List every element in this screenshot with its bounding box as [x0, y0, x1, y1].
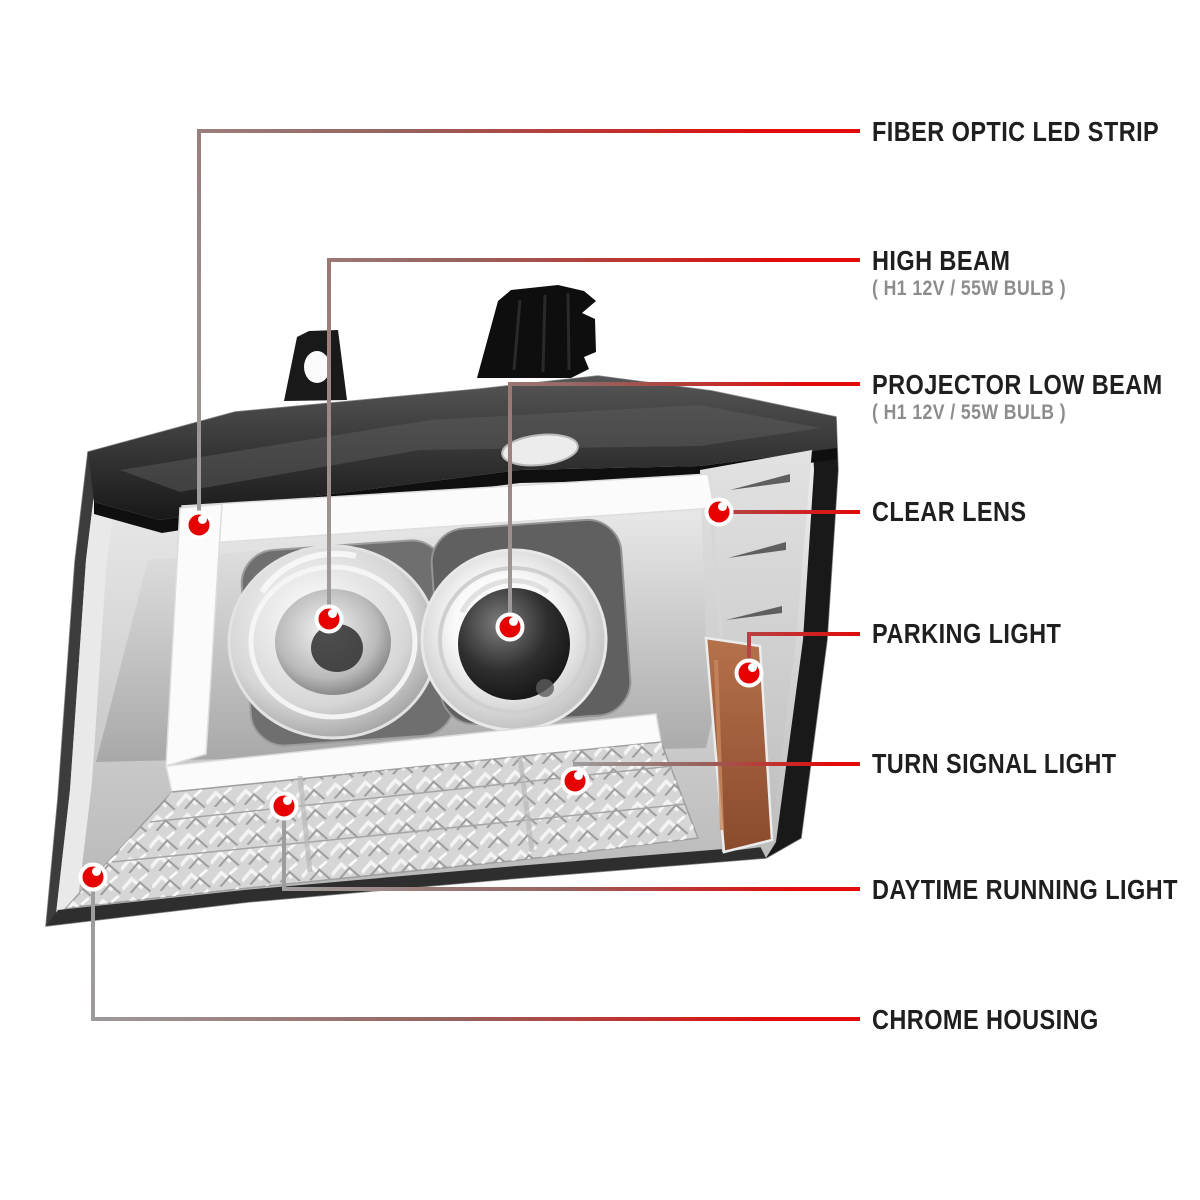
- callout-parking-light: PARKING LIGHT: [872, 618, 1097, 649]
- callout-dot-chrome-housing: [78, 862, 108, 892]
- callout-dot-clear-lens: [704, 497, 734, 527]
- leader-line-daytime-running-light: [282, 806, 860, 891]
- callout-projector-low-beam: PROJECTOR LOW BEAM ( H1 12V / 55W BULB ): [872, 369, 1200, 425]
- callout-dot-high-beam: [314, 604, 344, 634]
- callout-sublabel: ( H1 12V / 55W BULB ): [872, 277, 1067, 300]
- leader-line-high-beam: [327, 258, 860, 619]
- callout-chrome-housing: CHROME HOUSING: [872, 1004, 1142, 1035]
- parking-light-reflector: [704, 636, 774, 854]
- callout-dots: [78, 497, 764, 892]
- leader-line-projector-low-beam: [508, 382, 860, 627]
- callout-label: HIGH BEAM: [872, 245, 1011, 276]
- callout-label: CHROME HOUSING: [872, 1004, 1099, 1035]
- callout-clear-lens: CLEAR LENS: [872, 496, 1056, 527]
- callout-label: TURN SIGNAL LIGHT: [872, 748, 1117, 779]
- callout-label: PROJECTOR LOW BEAM: [872, 369, 1163, 400]
- mounting-bracket-small: [284, 330, 347, 401]
- callout-label: DAYTIME RUNNING LIGHT: [872, 874, 1178, 905]
- callout-fiber-optic-led-strip: FIBER OPTIC LED STRIP: [872, 116, 1200, 147]
- callout-daytime-running-light: DAYTIME RUNNING LIGHT: [872, 874, 1200, 905]
- callout-sublabel: ( H1 12V / 55W BULB ): [872, 401, 1067, 424]
- leader-line-chrome-housing: [91, 877, 860, 1021]
- callout-dot-parking-light: [734, 658, 764, 688]
- led-strip-bar: [165, 473, 715, 793]
- callout-dot-daytime-running-light: [269, 791, 299, 821]
- callout-high-beam: HIGH BEAM ( H1 12V / 55W BULB ): [872, 245, 1103, 301]
- leader-line-fiber-optic-led-strip: [197, 129, 860, 525]
- callout-label: FIBER OPTIC LED STRIP: [872, 116, 1160, 147]
- callout-turn-signal-light: TURN SIGNAL LIGHT: [872, 748, 1163, 779]
- high-beam-projector: [227, 544, 439, 740]
- callout-label: CLEAR LENS: [872, 496, 1027, 527]
- callout-dot-fiber-optic-led-strip: [184, 510, 214, 540]
- callout-label: PARKING LIGHT: [872, 618, 1062, 649]
- mounting-bracket-large: [477, 285, 596, 378]
- callout-dot-projector-low-beam: [495, 612, 525, 642]
- callout-dot-turn-signal-light: [560, 766, 590, 796]
